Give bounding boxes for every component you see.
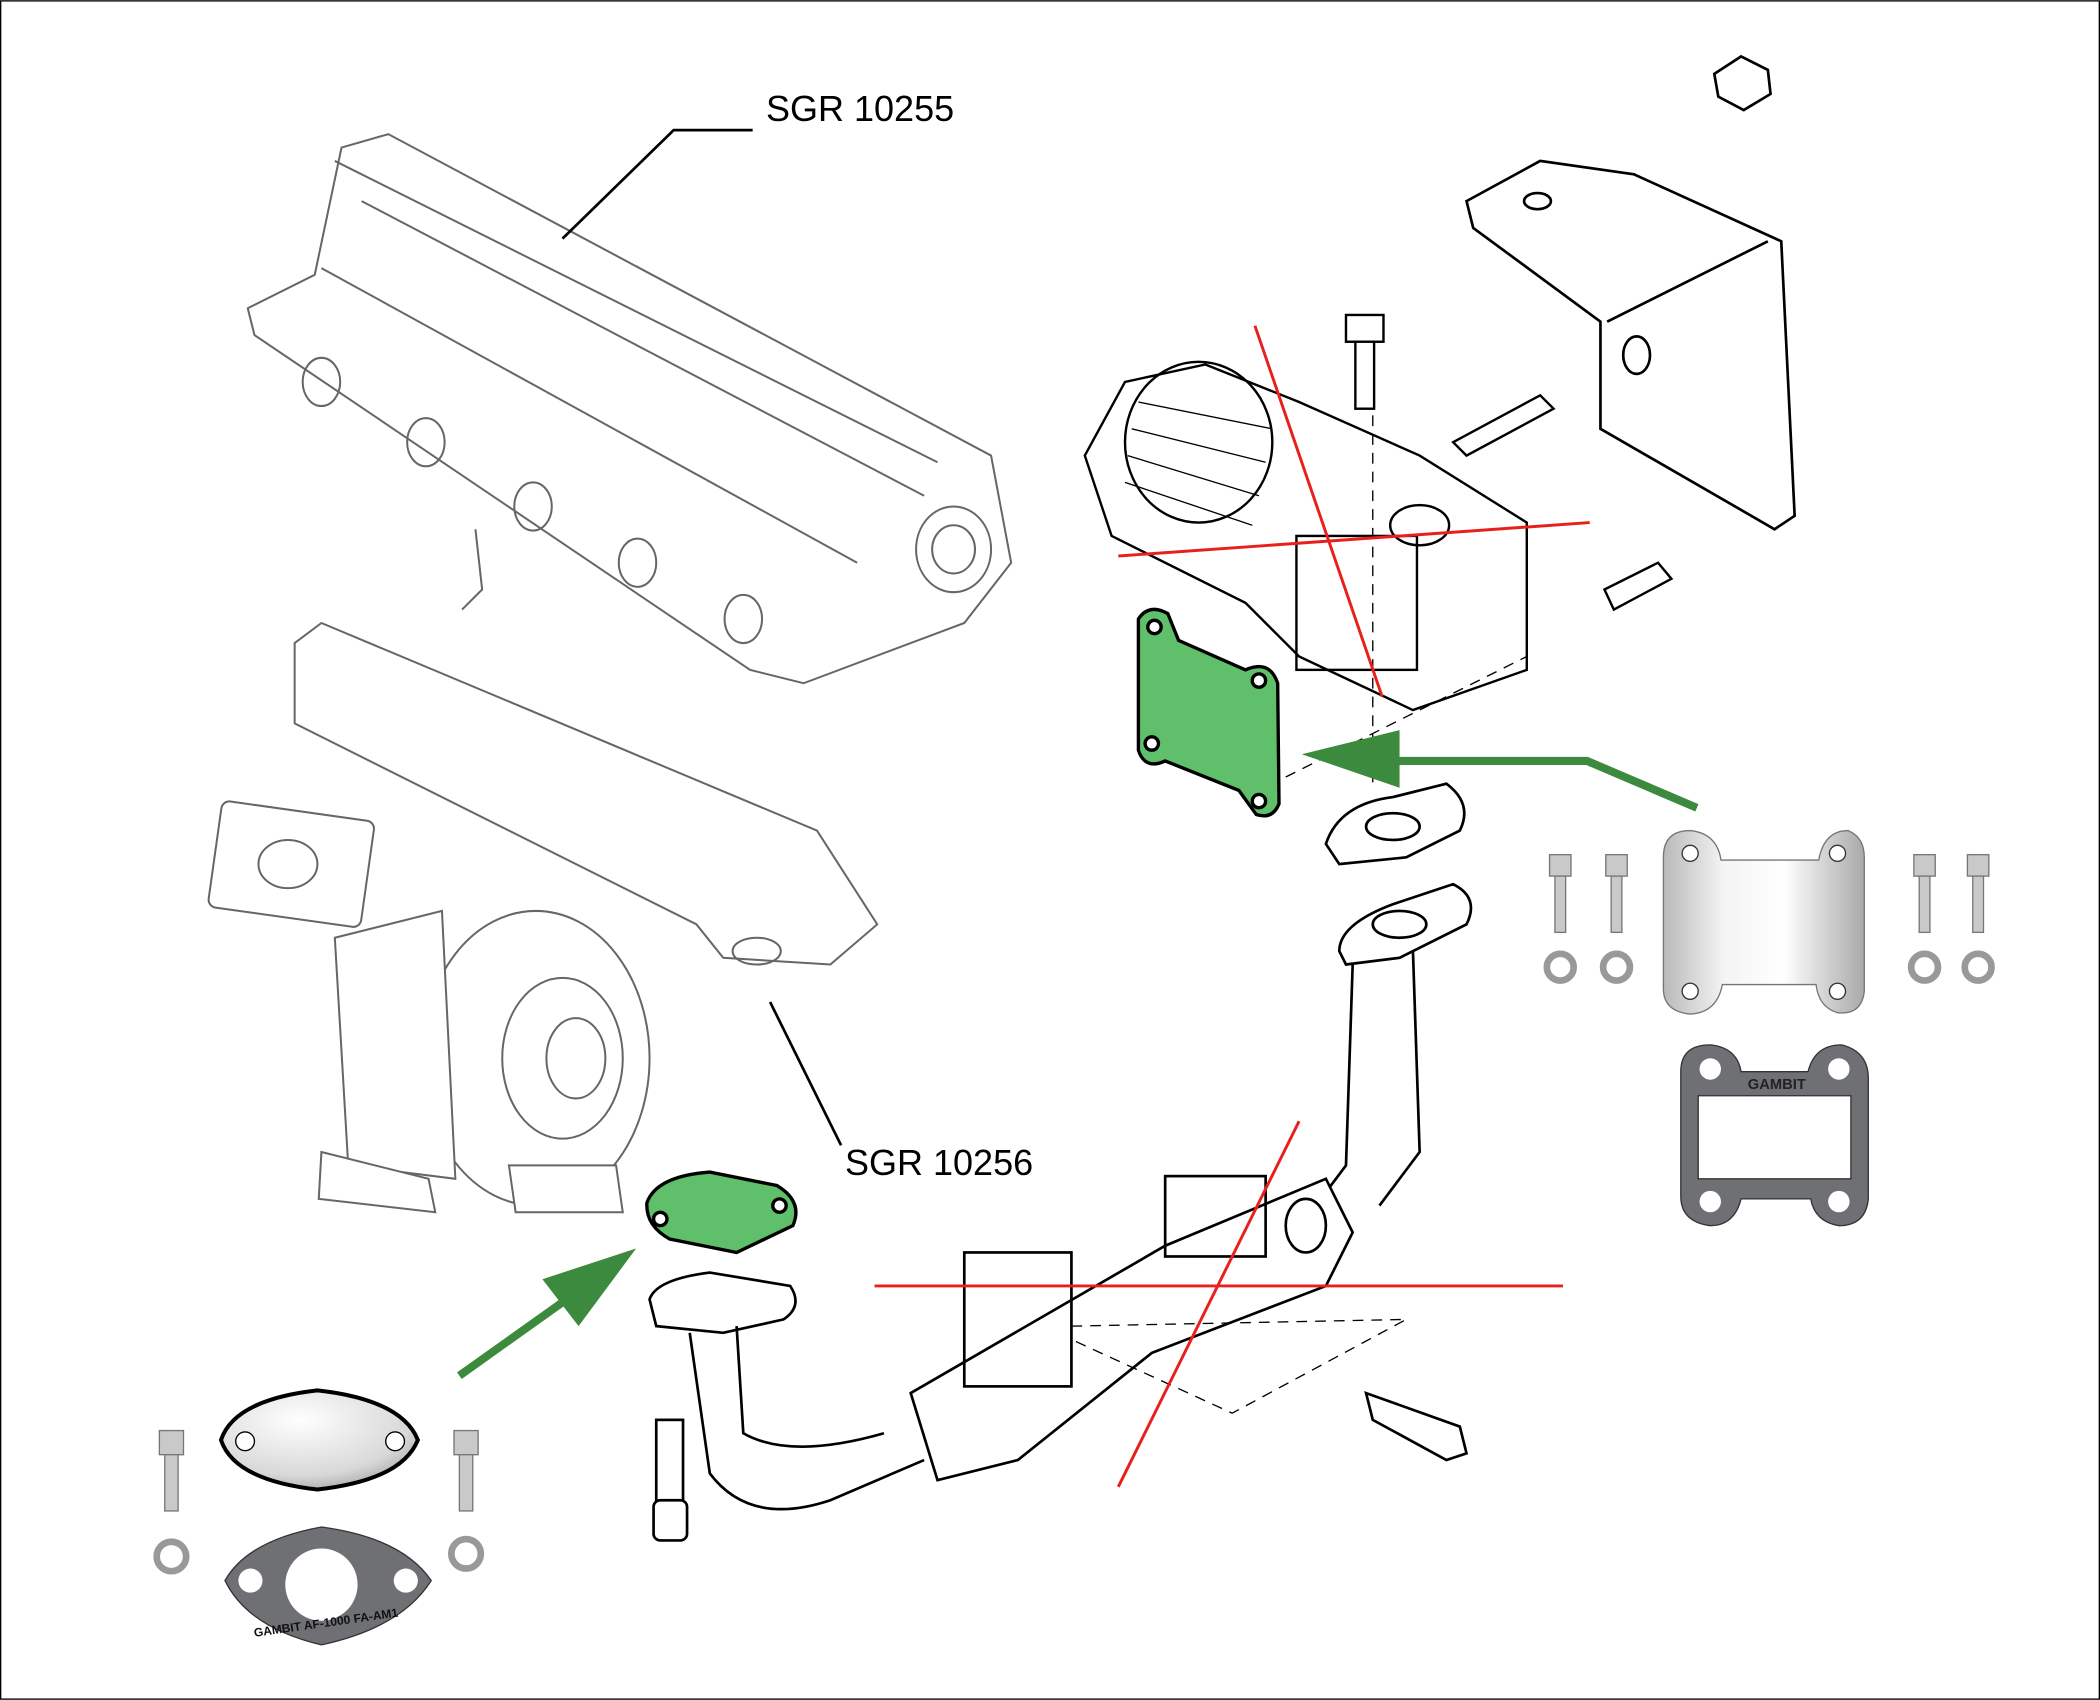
steel-blanking-plate-rect: [1662, 829, 1865, 1015]
label-exhaust-manifold: SGR 10256: [845, 1142, 1034, 1183]
bolt-icon: [158, 1429, 479, 1512]
gasket-logo-text-rect: GAMBIT: [1748, 1077, 1806, 1093]
egr-pipe: [648, 782, 1473, 1511]
arrow-to-valve-plate: [1301, 730, 1699, 812]
rectangular-blanking-kit: GAMBIT: [1543, 829, 1995, 1227]
egr-valve: [1083, 313, 1674, 712]
blanking-plate-cooler-highlight: [645, 1170, 798, 1255]
removed-egr-cooler-cross: [874, 1120, 1563, 1488]
steel-blanking-plate-oval: [218, 1388, 421, 1492]
exhaust-manifold-turbo: [207, 621, 879, 1214]
leader-line-exhaust: [768, 1001, 843, 1146]
intake-manifold: [246, 133, 1013, 685]
cooler-dashline: [1071, 1318, 1407, 1414]
washer-icon: [153, 1535, 485, 1575]
mounting-bracket: [1464, 54, 1797, 531]
leader-line-intake: [561, 128, 753, 240]
bolt-icon: [1548, 854, 1990, 934]
arrow-to-cooler-plate: [457, 1248, 637, 1379]
removed-egr-valve-cross: [1118, 325, 1590, 698]
label-intake-manifold: SGR 10255: [766, 88, 955, 129]
blanking-plate-valve-highlight: [1136, 607, 1281, 818]
gasket-rect: [1680, 1044, 1869, 1227]
oval-blanking-kit: GAMBIT AF-1000 FA-AM1: [153, 1388, 485, 1646]
washer-icon: [1543, 950, 1995, 984]
